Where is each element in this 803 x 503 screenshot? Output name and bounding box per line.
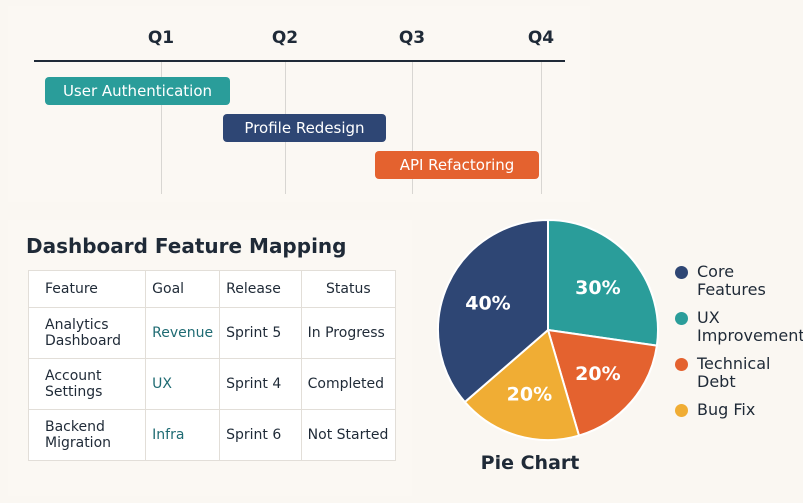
pie-data-label: 20%	[507, 383, 552, 405]
pie-slice-technical-debt[interactable]	[546, 328, 659, 437]
timeline-axis	[34, 60, 565, 62]
roadmap-timeline: Q1 Q2 Q3 Q4 User Authentication Profile …	[8, 6, 590, 202]
feature-name-line: Migration	[45, 435, 112, 451]
feature-name-line: Settings	[45, 384, 103, 400]
header-feature: Feature	[27, 270, 147, 308]
feature-table: Feature Goal Release Status Analytics Da…	[27, 270, 397, 461]
legend-swatch	[675, 266, 688, 279]
legend-label: Debt	[697, 372, 736, 391]
legend-label: Bug Fix	[697, 400, 756, 419]
pie-legend: Core Features UX Improvement Technical D…	[675, 263, 803, 429]
legend-label: Features	[697, 280, 766, 299]
quarter-gridline-q4	[541, 62, 542, 194]
header-goal: Goal	[145, 270, 221, 308]
pie-chart-title: Pie Chart	[480, 452, 580, 474]
pie-chart: 30% 20% 20% 40%	[437, 218, 659, 441]
cell-goal: Revenue	[145, 307, 221, 359]
table-header-row: Feature Goal Release Status	[27, 270, 397, 308]
pie-data-label: 40%	[465, 293, 510, 315]
cell-goal: Infra	[145, 409, 221, 461]
header-release: Release	[219, 270, 302, 308]
quarter-label-q4: Q4	[527, 28, 555, 48]
cell-status: Completed	[300, 358, 397, 410]
legend-item-ux-improvement: UX Improvement	[675, 308, 803, 345]
legend-label: Core	[697, 262, 735, 281]
pie-slice-ux-improvement[interactable]	[547, 218, 659, 347]
pie-slice-core-features[interactable]	[437, 218, 549, 404]
cell-status: Not Started	[300, 409, 397, 461]
legend-label: Technical	[697, 354, 771, 373]
legend-label: Improvement	[697, 326, 803, 345]
pie-slice-bug-fix[interactable]	[463, 328, 581, 441]
feature-name-line: Backend	[45, 419, 105, 435]
legend-item-core-features: Core Features	[675, 263, 797, 299]
feature-name-line: Account	[45, 368, 102, 384]
table-row: Account Settings UX Sprint 4 Completed	[27, 358, 397, 410]
pie-data-label: 20%	[575, 363, 620, 385]
quarter-gridline-q3	[412, 62, 413, 194]
quarter-label-q2: Q2	[271, 28, 299, 48]
task-bar-profile-redesign[interactable]: Profile Redesign	[223, 114, 386, 142]
legend-item-bug-fix: Bug Fix	[675, 401, 797, 419]
header-status: Status	[300, 270, 397, 308]
cell-release: Sprint 6	[219, 409, 302, 461]
table-row: Backend Migration Infra Sprint 6 Not Sta…	[27, 409, 397, 461]
quarter-label-q1: Q1	[147, 28, 175, 48]
table-row: Analytics Dashboard Revenue Sprint 5 In …	[27, 307, 397, 359]
task-bar-user-authentication[interactable]: User Authentication	[45, 77, 230, 105]
legend-swatch	[675, 404, 688, 417]
table-title: Dashboard Feature Mapping	[26, 234, 347, 258]
cell-feature: Analytics Dashboard	[27, 307, 147, 359]
legend-swatch	[675, 312, 688, 325]
legend-label: UX	[697, 308, 720, 327]
feature-name-line: Analytics	[45, 317, 109, 333]
cell-goal: UX	[145, 358, 221, 410]
feature-mapping-panel: Dashboard Feature Mapping Feature Goal R…	[8, 220, 412, 496]
legend-item-technical-debt: Technical Debt	[675, 355, 797, 391]
cell-status: In Progress	[300, 307, 397, 359]
pie-data-label: 30%	[575, 277, 620, 299]
task-bar-api-refactoring[interactable]: API Refactoring	[375, 151, 539, 179]
feature-name-line: Dashboard	[45, 333, 121, 349]
cell-release: Sprint 4	[219, 358, 302, 410]
quarter-gridline-q1	[161, 62, 162, 194]
cell-feature: Account Settings	[27, 358, 147, 410]
cell-feature: Backend Migration	[27, 409, 147, 461]
cell-release: Sprint 5	[219, 307, 302, 359]
legend-swatch	[675, 358, 688, 371]
quarter-label-q3: Q3	[398, 28, 426, 48]
